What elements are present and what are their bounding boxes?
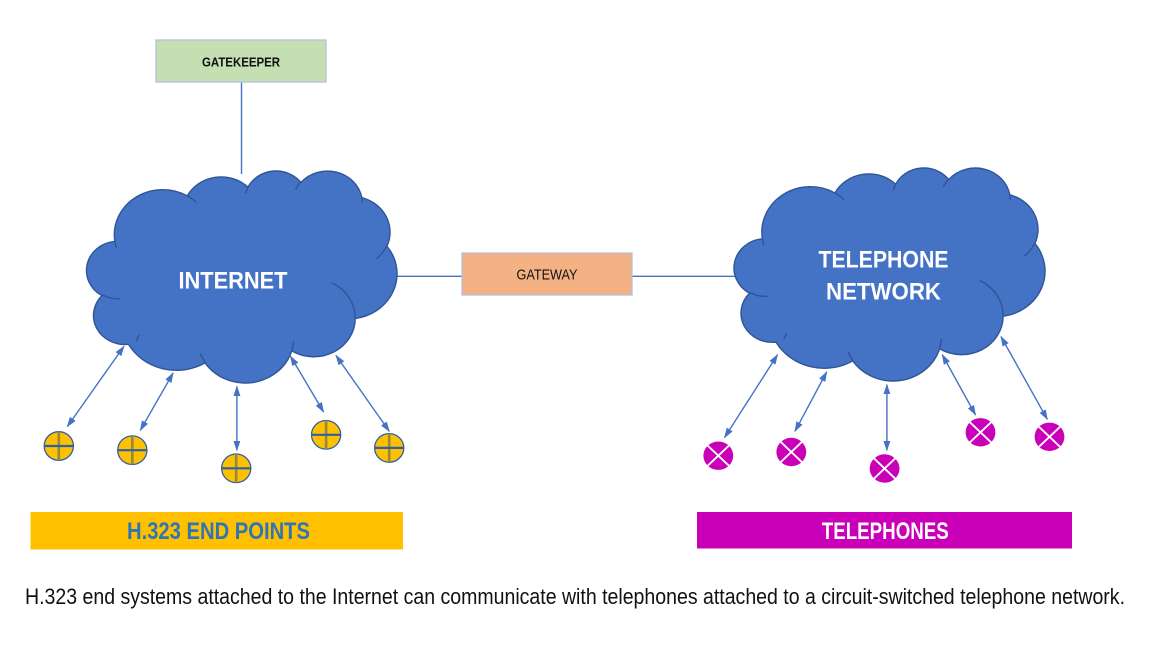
svg-text:NETWORK: NETWORK xyxy=(826,279,942,306)
svg-text:H.323 end systems attached to: H.323 end systems attached to the Intern… xyxy=(25,584,1125,609)
svg-text:GATEKEEPER: GATEKEEPER xyxy=(202,55,281,70)
svg-text:INTERNET: INTERNET xyxy=(179,268,288,295)
svg-text:GATEWAY: GATEWAY xyxy=(517,267,578,284)
svg-text:TELEPHONE: TELEPHONE xyxy=(819,247,949,274)
svg-text:TELEPHONES: TELEPHONES xyxy=(822,518,949,545)
svg-text:H.323 END POINTS: H.323 END POINTS xyxy=(127,518,310,545)
